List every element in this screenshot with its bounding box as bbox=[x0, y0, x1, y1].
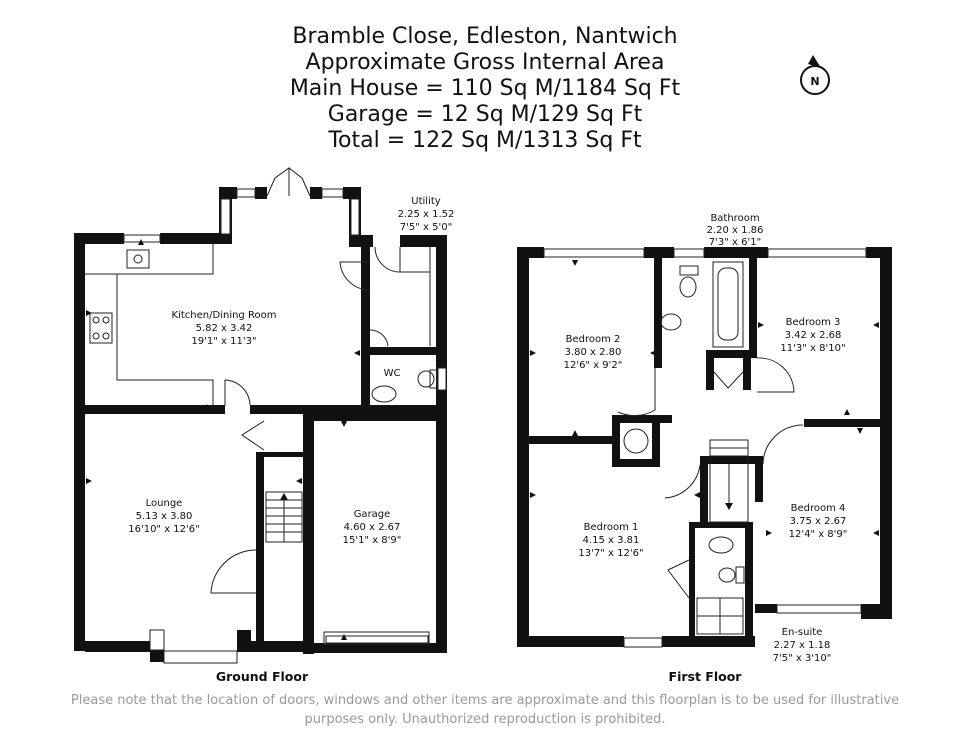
room-metric: 4.15 x 3.81 bbox=[583, 535, 640, 546]
area-subtitle: Approximate Gross Internal Area bbox=[305, 50, 665, 75]
ground-floor-plan bbox=[74, 167, 447, 664]
garage-area: Garage = 12 Sq M/129 Sq Ft bbox=[327, 102, 643, 127]
room-utility: Utility 2.25 x 1.52 7'5" x 5'0" bbox=[398, 196, 455, 233]
first-floor-label: First Floor bbox=[669, 669, 743, 684]
room-metric: 2.25 x 1.52 bbox=[398, 209, 455, 220]
room-metric: 4.60 x 2.67 bbox=[344, 522, 401, 533]
address-title: Bramble Close, Edleston, Nantwich bbox=[292, 24, 678, 49]
room-imperial: 12'6" x 9'2" bbox=[564, 360, 623, 371]
room-imperial: 15'1" x 8'9" bbox=[343, 535, 402, 546]
room-bedroom-3: Bedroom 3 3.42 x 2.68 11'3" x 8'10" bbox=[780, 317, 845, 354]
room-metric: 2.20 x 1.86 bbox=[707, 225, 764, 236]
room-imperial: 12'4" x 8'9" bbox=[789, 529, 848, 540]
plan-header: Bramble Close, Edleston, Nantwich Approx… bbox=[185, 24, 785, 154]
room-name: Bedroom 2 bbox=[566, 334, 621, 345]
room-imperial: 7'5" x 3'10" bbox=[773, 653, 832, 664]
room-imperial: 16'10" x 12'6" bbox=[128, 524, 200, 535]
room-name: WC bbox=[384, 368, 401, 379]
room-kitchen-dining: Kitchen/Dining Room 5.82 x 3.42 19'1" x … bbox=[172, 310, 277, 347]
room-bathroom: Bathroom 2.20 x 1.86 7'3" x 6'1" bbox=[707, 213, 764, 248]
room-metric: 2.27 x 1.18 bbox=[774, 640, 831, 651]
room-metric: 3.75 x 2.67 bbox=[790, 516, 847, 527]
room-imperial: 11'3" x 8'10" bbox=[780, 343, 845, 354]
room-bedroom-2: Bedroom 2 3.80 x 2.80 12'6" x 9'2" bbox=[564, 334, 623, 371]
room-wc: WC bbox=[384, 368, 401, 379]
total-area: Total = 122 Sq M/1313 Sq Ft bbox=[328, 128, 642, 153]
room-name: Lounge bbox=[146, 498, 183, 509]
room-name: Utility bbox=[411, 196, 440, 207]
room-imperial: 7'3" x 6'1" bbox=[709, 237, 761, 248]
main-house-area: Main House = 110 Sq M/1184 Sq Ft bbox=[289, 76, 681, 101]
room-name: Bedroom 3 bbox=[786, 317, 841, 328]
room-en-suite: En-suite 2.27 x 1.18 7'5" x 3'10" bbox=[773, 627, 832, 664]
room-bedroom-1: Bedroom 1 4.15 x 3.81 13'7" x 12'6" bbox=[578, 522, 643, 559]
room-lounge: Lounge 5.13 x 3.80 16'10" x 12'6" bbox=[128, 498, 200, 535]
room-name: En-suite bbox=[782, 627, 823, 638]
room-name: Garage bbox=[354, 509, 391, 520]
disclaimer: Please note that the location of doors, … bbox=[60, 691, 910, 729]
room-metric: 5.13 x 3.80 bbox=[136, 511, 193, 522]
room-name: Kitchen/Dining Room bbox=[172, 310, 277, 321]
room-metric: 3.42 x 2.68 bbox=[785, 330, 842, 341]
room-bedroom-4: Bedroom 4 3.75 x 2.67 12'4" x 8'9" bbox=[789, 503, 848, 540]
first-floor-plan bbox=[517, 247, 892, 648]
room-name: Bedroom 1 bbox=[584, 522, 639, 533]
room-imperial: 19'1" x 11'3" bbox=[191, 336, 256, 347]
room-metric: 5.82 x 3.42 bbox=[196, 323, 253, 334]
room-imperial: 13'7" x 12'6" bbox=[578, 548, 643, 559]
room-name: Bedroom 4 bbox=[791, 503, 846, 514]
room-metric: 3.80 x 2.80 bbox=[565, 347, 622, 358]
room-garage: Garage 4.60 x 2.67 15'1" x 8'9" bbox=[343, 509, 402, 546]
compass-letter: N bbox=[810, 75, 819, 88]
disclaimer-line-2: purposes only. Unauthorized reproduction… bbox=[304, 712, 666, 727]
disclaimer-line-1: Please note that the location of doors, … bbox=[70, 693, 900, 708]
room-imperial: 7'5" x 5'0" bbox=[400, 222, 452, 233]
north-compass-icon: N bbox=[800, 55, 830, 95]
room-name: Bathroom bbox=[710, 213, 759, 224]
ground-floor-label: Ground Floor bbox=[216, 669, 309, 684]
